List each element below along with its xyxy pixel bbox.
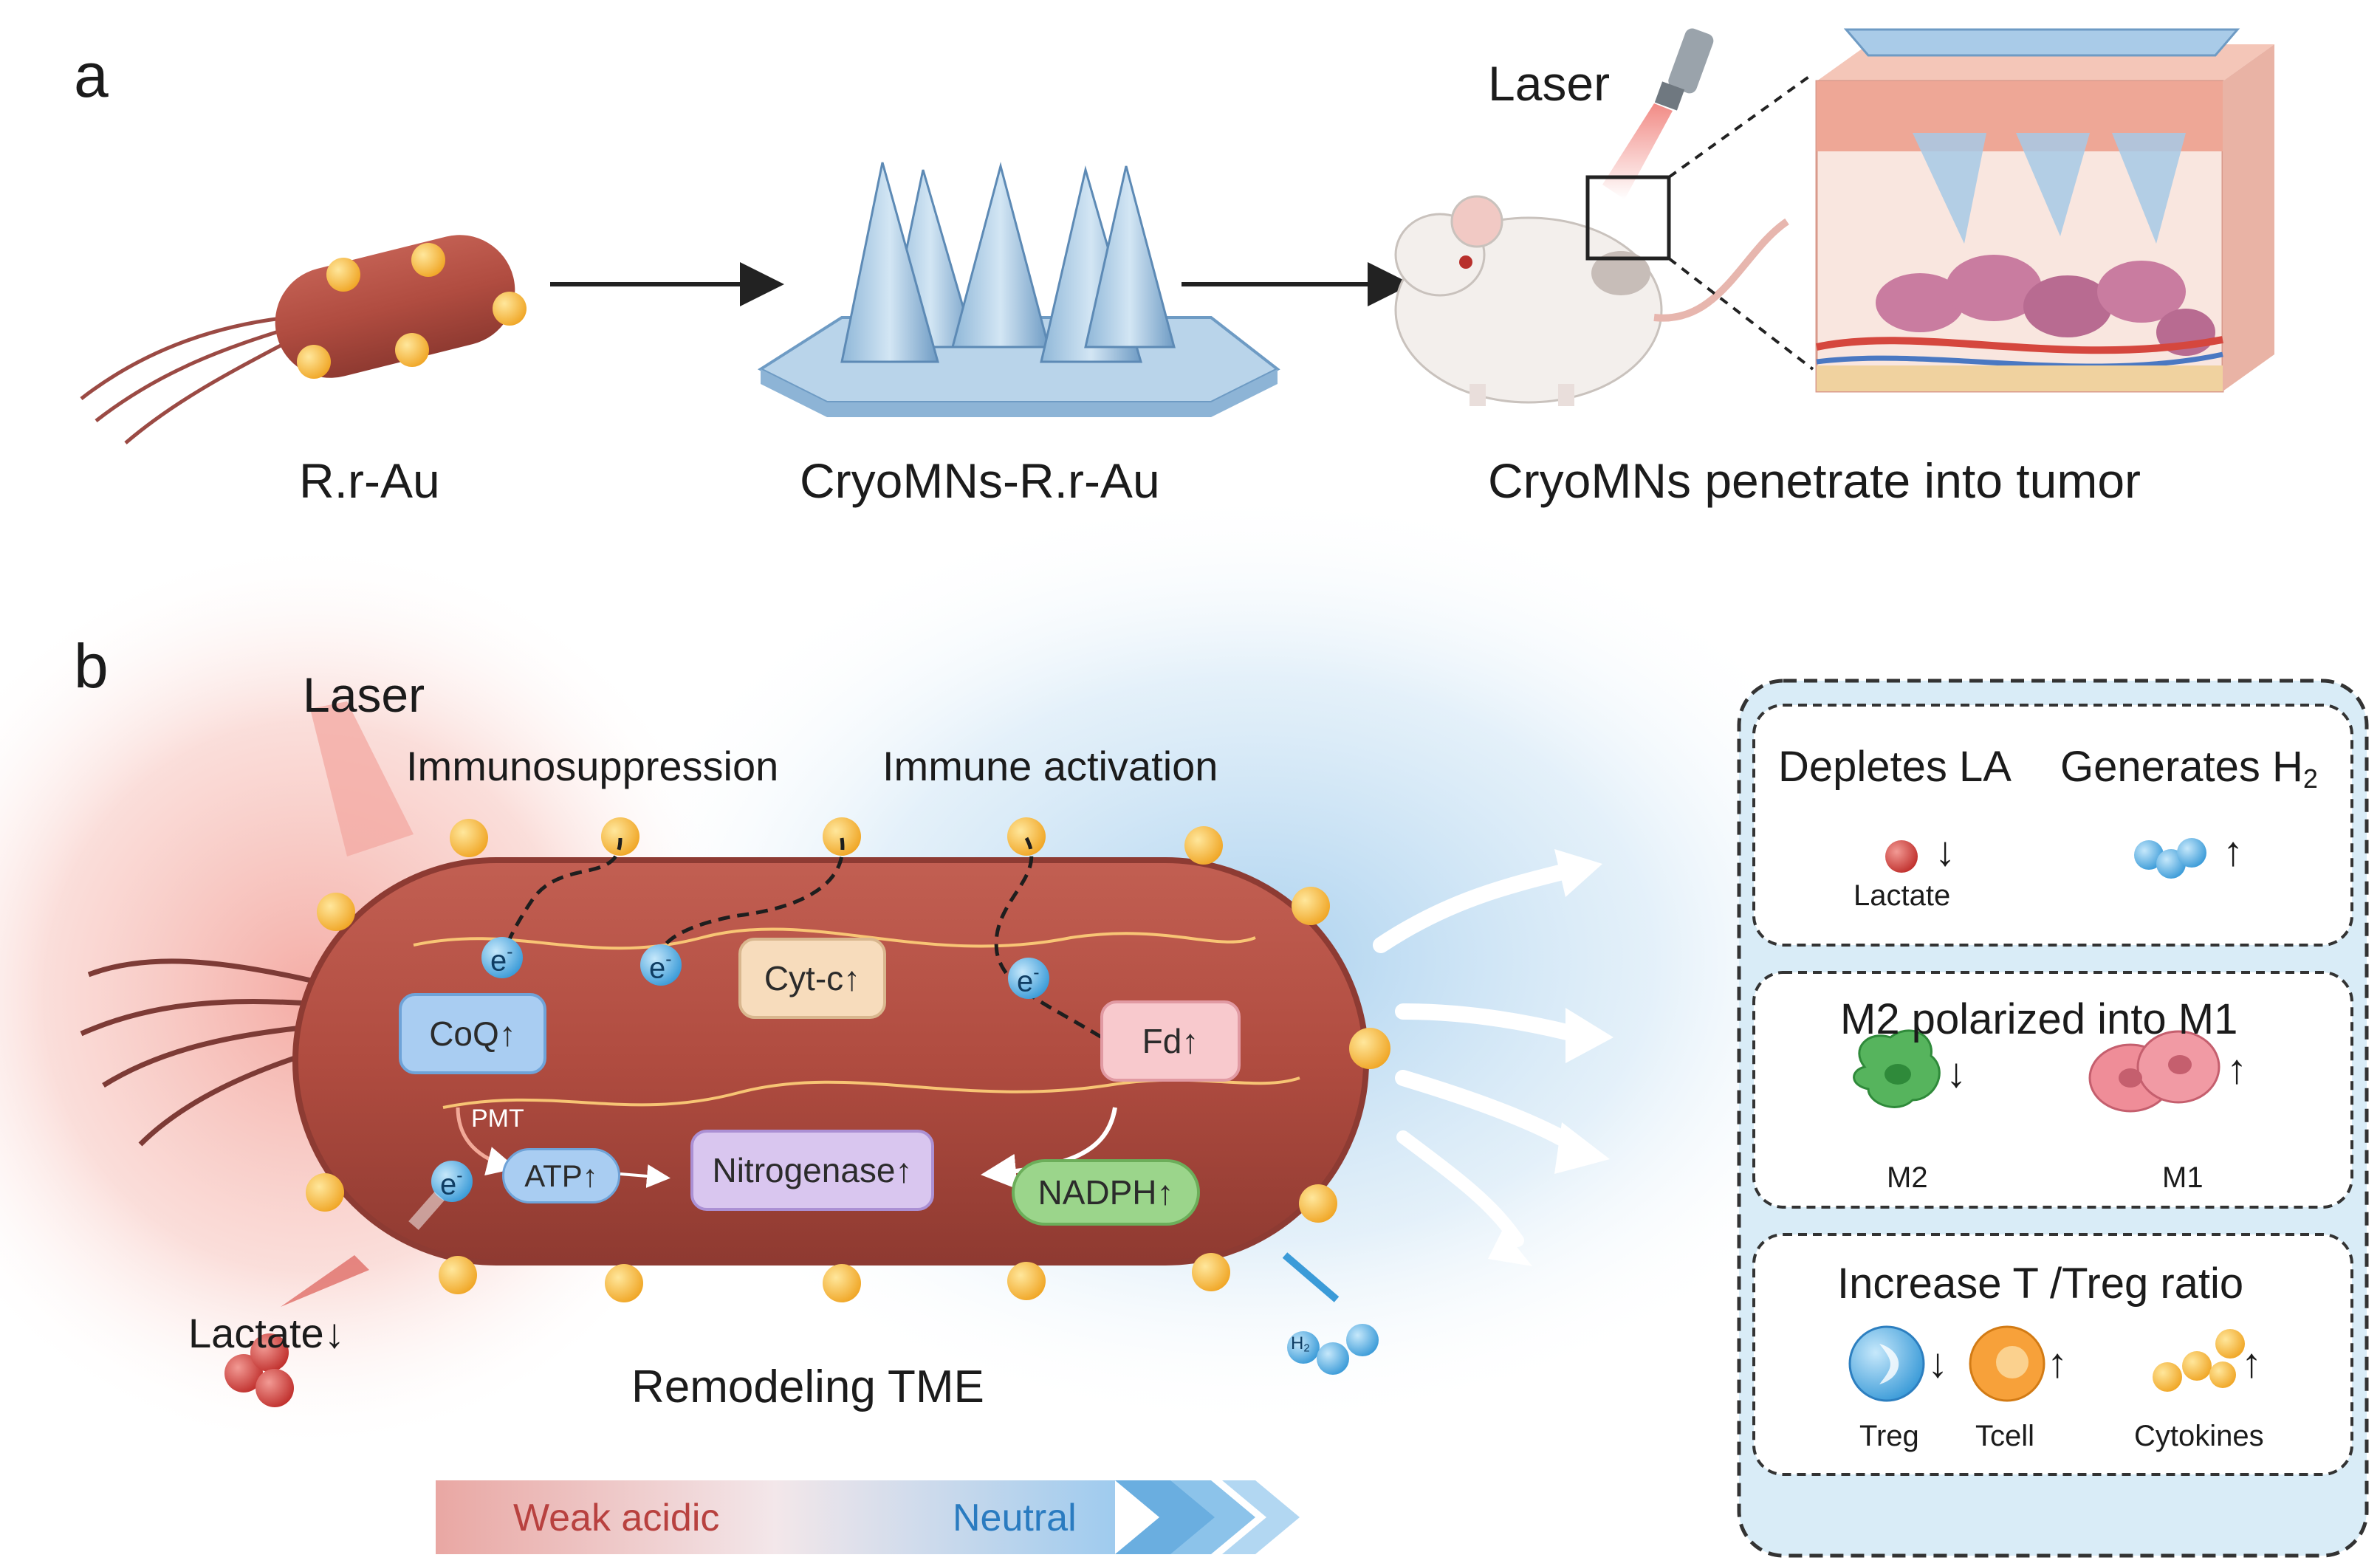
t-treg-ratio-title: Increase T /Treg ratio (1837, 1260, 2244, 1308)
tcell-up-arrow: ↑ (2047, 1339, 2068, 1386)
m2-down-arrow: ↓ (1946, 1049, 1966, 1096)
gold-nanoparticles (306, 817, 1390, 1302)
remodeling-tme-label: Remodeling TME (631, 1361, 984, 1412)
depletes-la-label: Depletes LA (1778, 743, 2012, 791)
step-label-rrau: R.r-Au (299, 453, 440, 508)
h2-molecules-icon (1282, 1252, 1379, 1375)
lactate-down-arrow: ↓ (1935, 828, 1955, 874)
coq-pill: CoQ↑ (399, 993, 546, 1074)
tumor-tissue-cube-icon (1815, 28, 2274, 393)
cytc-pill: Cyt-c↑ (738, 938, 886, 1019)
electrons (408, 937, 1049, 1230)
neutral-label: Neutral (953, 1497, 1077, 1539)
electron-label-3: e- (1017, 963, 1040, 998)
h2-molecule-label: H2 (1291, 1333, 1310, 1355)
treg-down-arrow: ↓ (1927, 1339, 1948, 1386)
pmt-label: PMT (471, 1105, 524, 1133)
lactate-dot-icon (1885, 840, 1918, 873)
nitrogenase-pill: Nitrogenase↑ (690, 1130, 934, 1211)
laser-device-icon (1602, 28, 1714, 199)
bacterium-rrau-icon (80, 235, 527, 444)
cytokines-up-arrow: ↑ (2241, 1339, 2262, 1386)
electron-label-1: e- (490, 942, 513, 978)
electron-label-4: e- (440, 1166, 463, 1201)
electron-paths (500, 837, 1109, 1043)
treg-label: Treg (1859, 1420, 1919, 1452)
h2-up-arrow: ↑ (2223, 828, 2243, 874)
step-label-penetrate: CryoMNs penetrate into tumor (1488, 453, 2141, 508)
panel-letter-a: a (74, 41, 109, 110)
effects-panel (1737, 679, 2369, 1558)
nadph-pill: NADPH↑ (1012, 1159, 1200, 1226)
panel-a-artwork (80, 28, 2274, 444)
panel-letter-b: b (74, 631, 109, 701)
internal-arrows (456, 1107, 1117, 1189)
cytokines-label: Cytokines (2134, 1420, 2264, 1452)
immunosuppression-label: Immunosuppression (406, 743, 779, 789)
m1-up-arrow: ↑ (2226, 1045, 2247, 1092)
immune-activation-label: Immune activation (882, 743, 1218, 789)
lactate-small-label: Lactate (1853, 879, 1951, 912)
microneedle-patch-icon (757, 162, 1280, 417)
atp-pill: ATP↑ (502, 1148, 620, 1203)
step-label-cryomns: CryoMNs-R.r-Au (800, 453, 1160, 508)
electron-label-2: e- (649, 949, 672, 985)
output-arrows (1373, 849, 1613, 1266)
lactate-label: Lactate↓ (188, 1310, 345, 1356)
ph-gradient-bar (436, 1480, 1300, 1554)
laser-label-a: Laser (1488, 56, 1611, 111)
tcell-label: Tcell (1975, 1420, 2035, 1452)
weak-acidic-label: Weak acidic (513, 1497, 720, 1539)
m2-polarized-title: M2 polarized into M1 (1840, 995, 2238, 1043)
laser-label-b: Laser (303, 667, 425, 722)
m2-label: M2 (1887, 1161, 1928, 1194)
generates-h2-label: Generates H2 (2060, 743, 2318, 794)
lactate-molecules-icon (224, 1255, 369, 1407)
m1-label: M1 (2162, 1161, 2204, 1194)
mouse-icon (1394, 72, 1814, 406)
fd-pill: Fd↑ (1100, 1000, 1241, 1082)
